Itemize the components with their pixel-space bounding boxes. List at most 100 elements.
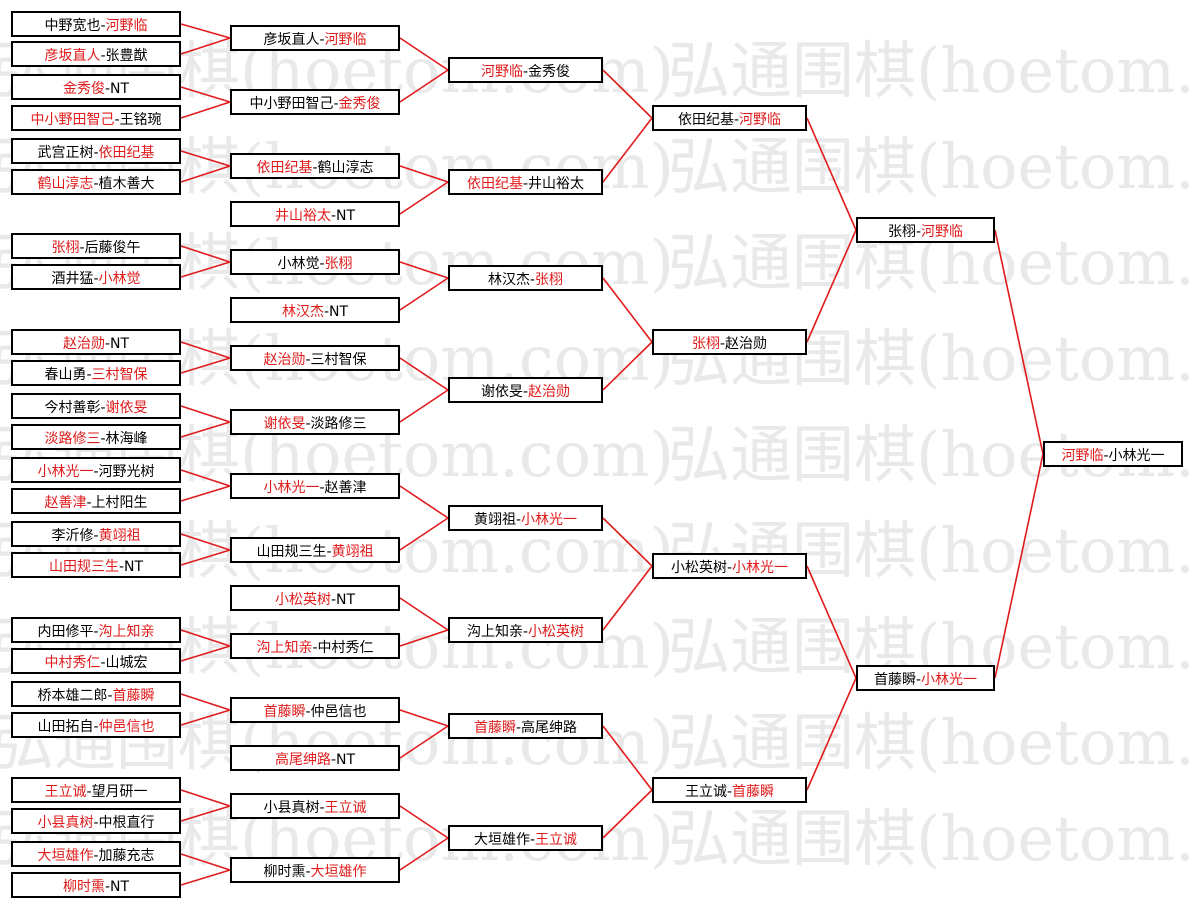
match-box: 河野临-小林光一 [1043,441,1183,467]
match-box: 彦坂直人-河野临 [230,25,400,51]
player-a: 沟上知亲 [466,624,523,640]
match-box: 酒井猛-小林觉 [11,264,181,290]
bracket-connector [602,517,653,567]
watermark-text: 弘通围棋(hoetom.com) [668,34,1193,107]
player-a: 谢依旻 [263,416,306,432]
separator: - [726,784,733,800]
separator: - [726,560,733,576]
separator: - [330,208,337,224]
player-b: 河野临 [324,32,367,48]
separator: - [319,256,325,272]
player-b: 望月研一 [91,784,148,800]
player-a: 山田规三生 [48,559,119,575]
player-b: 首藤瞬 [112,688,155,704]
player-b: 淡路修三 [310,416,367,432]
match-box: 小松英树-NT [230,585,400,611]
separator: - [104,336,111,352]
bracket-connector [399,277,449,311]
player-b: 中根直行 [98,815,155,831]
separator: - [330,592,337,608]
bracket-connector [399,389,449,423]
player-b: 小林光一 [521,512,578,528]
bracket-connector [180,805,231,822]
bracket-connector [399,837,449,871]
player-a: 大垣雄作 [37,848,94,864]
separator: - [515,720,522,736]
player-a: 赵治勋 [263,352,306,368]
player-a: 淡路修三 [44,431,101,447]
player-b: 黄翊祖 [98,528,141,544]
separator: - [333,96,339,112]
separator: - [719,336,726,352]
match-box: 山田规三生-黄翊祖 [230,537,400,563]
watermark-text: 弘通围棋(hoetom.com) [668,706,1193,779]
player-b: 金秀俊 [338,96,381,112]
match-box: 山田规三生-NT [11,552,181,578]
bracket-connector [180,150,231,167]
player-b: 小松英树 [528,624,585,640]
player-a: 王立诚 [684,784,727,800]
separator: - [79,240,85,256]
bracket-connector [180,101,231,119]
separator: - [104,879,111,895]
match-box: 首藤瞬-高尾绅路 [448,713,603,739]
separator: - [323,304,330,320]
player-b: 后藤俊午 [84,240,141,256]
player-b: 鹤山淳志 [317,160,374,176]
bracket-connector [399,181,449,215]
match-box: 彦坂直人-张豊猷 [11,41,181,67]
player-b: 小林光一 [732,560,789,576]
match-box: 春山勇-三村智保 [11,360,181,386]
player-a: 今村善彰 [44,400,101,416]
player-a: 小县真树 [263,800,320,816]
match-box: 中小野田智己-金秀俊 [230,89,400,115]
bracket-connector [180,853,231,871]
player-b: 王立诚 [535,832,578,848]
match-box: 依田纪基-河野临 [652,105,807,131]
separator: - [100,431,106,447]
match-box: 小林觉-张栩 [230,249,400,275]
separator: - [93,624,99,640]
match-box: 李沂修-黄翊祖 [11,521,181,547]
player-b: 井山裕太 [528,176,585,192]
separator: - [100,655,106,671]
bracket-connector [602,341,653,391]
bracket-connector [399,261,449,279]
player-b: 依田纪基 [98,145,155,161]
separator: - [515,512,522,528]
bracket-connector [180,869,231,886]
separator: - [86,495,92,511]
player-b: 仲邑信也 [310,704,367,720]
separator: - [319,800,325,816]
separator: - [114,112,120,128]
separator: - [107,688,113,704]
bracket-connector [180,709,231,726]
match-box: 大垣雄作-加藤充志 [11,841,181,867]
separator: - [100,18,106,34]
match-box: 柳时熏-大垣雄作 [230,857,400,883]
match-box: 井山裕太-NT [230,201,400,227]
player-b: NT [336,208,356,224]
bracket-connector [180,693,231,711]
player-b: NT [110,336,130,352]
player-a: 大垣雄作 [473,832,530,848]
player-b: 张豊猷 [105,48,148,64]
player-a: 依田纪基 [677,112,734,128]
bracket-connector [180,86,231,103]
match-box: 金秀俊-NT [11,74,181,100]
player-a: 小松英树 [274,592,331,608]
player-b: 植木善大 [98,176,155,192]
player-b: 黄翊祖 [331,544,374,560]
match-box: 林汉杰-张栩 [448,265,603,291]
match-box: 大垣雄作-王立诚 [448,825,603,851]
separator: - [86,367,92,383]
player-b: 金秀俊 [528,64,571,80]
player-a: 中小野田智己 [30,112,115,128]
bracket-connector [399,37,449,71]
player-a: 首藤瞬 [473,720,516,736]
player-a: 林汉杰 [487,272,530,288]
match-box: 黄翊祖-小林光一 [448,505,603,531]
player-b: 大垣雄作 [310,864,367,880]
separator: - [915,672,922,688]
player-a: 黄翊祖 [473,512,516,528]
